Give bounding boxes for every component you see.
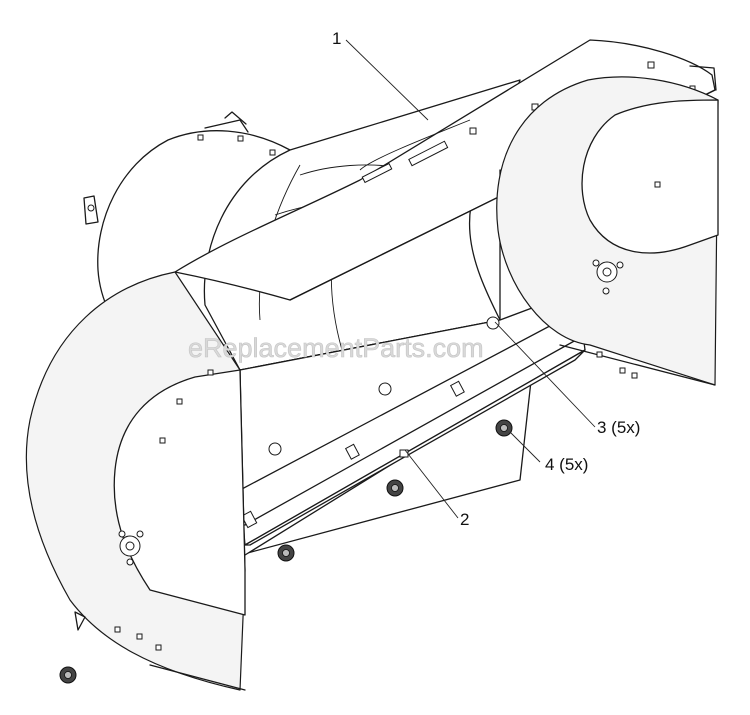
left-side-panel [25, 271, 246, 691]
callout-3: 3 (5x) [597, 418, 640, 437]
nut-1 [495, 419, 513, 437]
nut-2 [386, 479, 404, 497]
callout-4: 4 (5x) [545, 455, 588, 474]
callout-1: 1 [332, 29, 341, 48]
leader-lines [345, 39, 596, 519]
right-side-panel [496, 76, 719, 386]
watermark-text: eReplacementParts.com [188, 333, 484, 363]
flange-nuts [59, 419, 513, 684]
nut-4 [59, 666, 77, 684]
nut-3 [277, 544, 295, 562]
callout-2: 2 [460, 510, 469, 529]
